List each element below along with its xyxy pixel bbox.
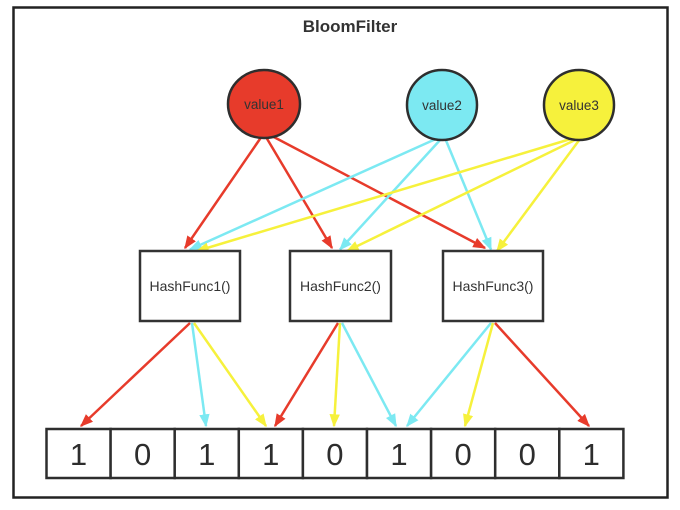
arrow-value2-to-hashfunc3: [443, 137, 493, 251]
arrow-hashfunc2-to-bit4: [329, 322, 342, 428]
arrow-value1-to-hashfunc1: [183, 135, 264, 250]
arrow-value1-to-hashfunc2: [264, 136, 334, 250]
arrow-hashfunc1-to-bit2: [190, 322, 210, 428]
diagram-title: BloomFilter: [303, 17, 398, 36]
bit-value-1: 0: [134, 437, 151, 472]
arrow-value3-to-hashfunc2: [345, 137, 578, 253]
bit-array: 1 0 1 1 0 1 0 0 1: [45, 427, 625, 480]
arrow-hashfunc2-to-bit5: [340, 322, 398, 428]
arrow-hashfunc2-to-bit3: [273, 322, 340, 428]
arrow-value1-to-hashfunc3: [269, 133, 487, 250]
arrow-value3-to-hashfunc1: [195, 136, 575, 253]
bit-value-4: 0: [326, 437, 343, 472]
value2-circle: [405, 68, 479, 142]
hashfunc2-node: HashFunc2(): [288, 249, 393, 323]
arrow-hashfunc3-to-bit6: [463, 322, 495, 428]
hashfunc1-label: HashFunc1(): [150, 278, 231, 294]
arrow-hashfunc3-to-bit5: [406, 322, 492, 428]
hashfunc3-box: [441, 249, 545, 323]
bit-value-3: 1: [262, 437, 279, 472]
bit-cell-6: [429, 427, 497, 480]
bit-cell-5: [365, 427, 433, 480]
value1-circle: [226, 68, 302, 140]
arrow-hashfunc1-to-bit3: [192, 322, 268, 428]
arrow-hashfunc1-to-bit0: [80, 322, 191, 427]
hashfunc3-label: HashFunc3(): [453, 278, 534, 294]
arrow-value3-to-hashfunc3: [495, 138, 582, 253]
value3-circle: [542, 68, 616, 142]
value3-node: value3: [542, 68, 616, 142]
value1-label: value1: [244, 97, 284, 112]
arrow-value2-to-hashfunc1: [188, 136, 439, 251]
hashfunc2-box: [288, 249, 393, 323]
value2-node: value2: [405, 68, 479, 142]
hashfunc2-label: HashFunc2(): [300, 278, 381, 294]
arrow-hashfunc3-to-bit8: [494, 322, 590, 427]
hashfunc1-node: HashFunc1(): [138, 249, 242, 323]
hashfunc3-node: HashFunc3(): [441, 249, 545, 323]
bit-value-2: 1: [198, 437, 215, 472]
bit-cell-8: [558, 427, 625, 480]
bit-value-7: 0: [519, 437, 536, 472]
bit-value-0: 1: [70, 437, 87, 472]
bit-cell-3: [237, 427, 305, 480]
bit-cell-7: [493, 427, 561, 480]
bit-value-5: 1: [390, 437, 407, 472]
bit-value-6: 0: [454, 437, 471, 472]
value3-label: value3: [559, 98, 599, 113]
bit-cell-0: [45, 427, 112, 480]
hashfunc1-box: [138, 249, 242, 323]
bit-value-8: 1: [583, 437, 600, 472]
bit-cell-4: [301, 427, 369, 480]
value1-node: value1: [226, 68, 302, 140]
value2-label: value2: [422, 98, 462, 113]
